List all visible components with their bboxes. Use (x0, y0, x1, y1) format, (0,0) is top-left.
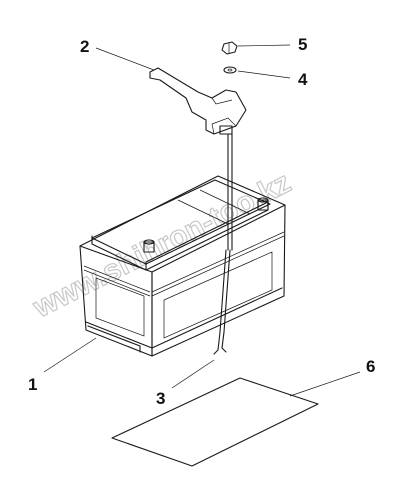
callout-2: 2 (80, 37, 89, 56)
hold-down-rod (213, 133, 233, 355)
battery-mat (111, 377, 319, 467)
callout-6: 6 (366, 357, 375, 376)
callout-5: 5 (298, 35, 307, 54)
washer (223, 66, 237, 74)
watermark-text: www.shihron-too.kz (27, 166, 296, 325)
nut (221, 41, 238, 55)
callout-4: 4 (298, 70, 308, 89)
callout-1: 1 (28, 375, 37, 394)
hold-down-bracket (149, 67, 247, 135)
leader-lines (43, 44, 361, 397)
battery (79, 175, 286, 357)
callout-3: 3 (156, 389, 165, 408)
